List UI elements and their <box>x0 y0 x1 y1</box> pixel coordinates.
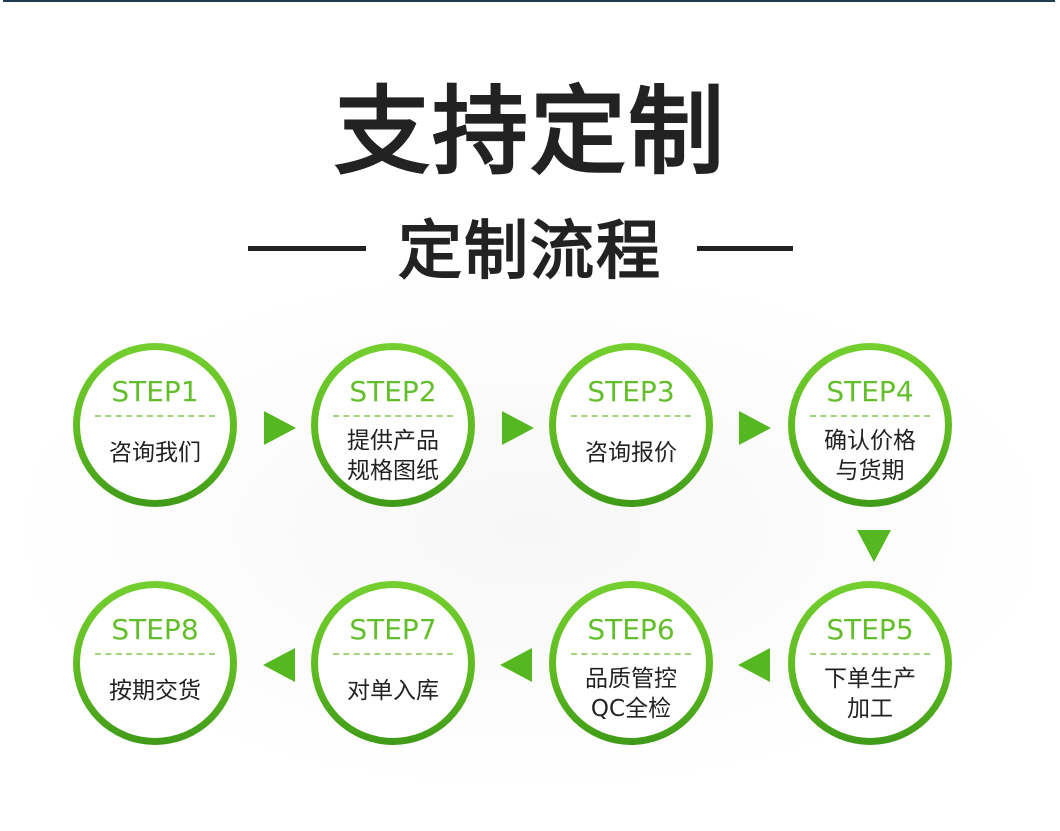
arrow-left-icon <box>500 648 532 682</box>
step-6: STEP6 品质管控 QC全检 <box>549 581 713 745</box>
step-text-line-2: QC全检 <box>590 696 672 722</box>
dashed-divider <box>333 415 453 417</box>
step-2: STEP2 提供产品 规格图纸 <box>311 343 475 507</box>
arrow-right-icon <box>502 411 534 445</box>
dashed-divider <box>95 415 215 417</box>
step-1: STEP1 咨询我们 <box>73 343 237 507</box>
arrow-left-icon <box>738 648 770 682</box>
page-title: 支持定制 <box>334 76 726 188</box>
step-text: 咨询我们 <box>109 440 201 466</box>
arrow-right-icon <box>739 411 771 445</box>
step-3: STEP3 咨询报价 <box>549 343 713 507</box>
section-subtitle: 定制流程 <box>398 215 662 289</box>
step-text-line-2: 加工 <box>847 696 893 722</box>
step-8: STEP8 按期交货 <box>73 581 237 745</box>
step-label: STEP6 <box>587 613 675 646</box>
step-label: STEP4 <box>826 375 914 408</box>
dashed-divider <box>810 415 930 417</box>
dashed-divider <box>333 653 453 655</box>
dashed-divider <box>571 653 691 655</box>
step-text-line-1: 品质管控 <box>585 666 677 692</box>
step-label: STEP3 <box>587 375 675 408</box>
step-label: STEP1 <box>111 375 199 408</box>
dashed-divider <box>95 653 215 655</box>
step-label: STEP7 <box>349 613 437 646</box>
step-7: STEP7 对单入库 <box>311 581 475 745</box>
arrow-down-icon <box>857 530 891 562</box>
step-text-line-2: 规格图纸 <box>347 458 439 484</box>
arrow-left-icon <box>263 648 295 682</box>
arrow-right-icon <box>264 411 296 445</box>
subtitle-rule-left <box>248 246 366 251</box>
step-text-line-1: 下单生产 <box>824 666 916 692</box>
subtitle-rule-right <box>697 246 793 251</box>
step-5: STEP5 下单生产 加工 <box>788 581 952 745</box>
top-border <box>3 0 1055 2</box>
step-label: STEP5 <box>826 613 914 646</box>
step-text: 对单入库 <box>347 678 439 704</box>
step-label: STEP8 <box>111 613 199 646</box>
step-text-line-1: 确认价格 <box>824 428 916 454</box>
step-text-line-2: 与货期 <box>835 458 905 484</box>
step-text-line-1: 提供产品 <box>347 428 439 454</box>
step-label: STEP2 <box>349 375 437 408</box>
step-text: 咨询报价 <box>585 440 677 466</box>
step-text: 按期交货 <box>109 678 201 704</box>
dashed-divider <box>571 415 691 417</box>
step-4: STEP4 确认价格 与货期 <box>788 343 952 507</box>
dashed-divider <box>810 653 930 655</box>
